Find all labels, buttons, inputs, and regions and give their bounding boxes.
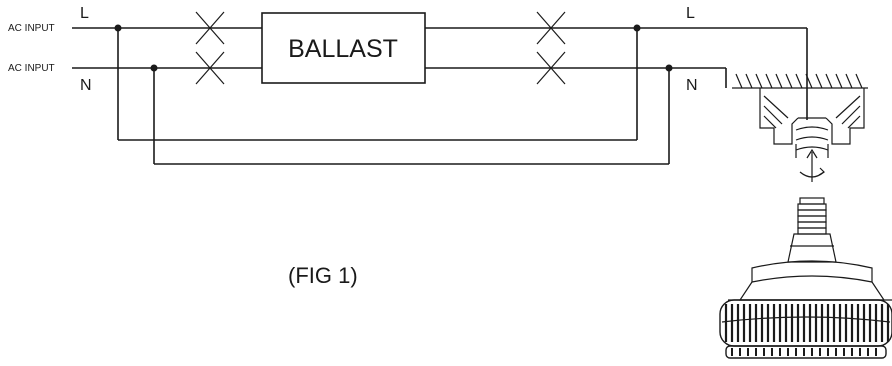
neutral-label-left: N	[80, 77, 92, 94]
figure-caption: (FIG 1)	[288, 263, 358, 288]
bypass-loop-neutral	[153, 68, 670, 165]
ballast-label: BALLAST	[288, 35, 398, 63]
cut-mark-neutral-left	[195, 51, 225, 85]
line-label-left: L	[80, 5, 89, 22]
neutral-wire	[72, 67, 727, 88]
rotate-arrow-icon	[799, 148, 825, 182]
junction-dot	[114, 24, 122, 32]
line-wire	[72, 27, 808, 120]
socket-housing-icon	[759, 88, 865, 158]
junction-dot	[150, 64, 158, 72]
ceiling-hatch-icon	[732, 73, 868, 89]
cut-mark-line-left	[195, 11, 225, 45]
cut-mark-neutral-right	[536, 51, 566, 85]
led-lamp-icon	[719, 197, 892, 359]
line-label-right: L	[686, 5, 695, 22]
junction-dot	[633, 24, 641, 32]
cut-mark-line-right	[536, 11, 566, 45]
bypass-loop-line	[117, 28, 638, 141]
neutral-label-right: N	[686, 77, 698, 94]
junction-dot	[665, 64, 673, 72]
ac-input-label-top: AC INPUT	[8, 23, 55, 34]
ac-input-label-bottom: AC INPUT	[8, 63, 55, 74]
ballast-box	[261, 12, 426, 84]
